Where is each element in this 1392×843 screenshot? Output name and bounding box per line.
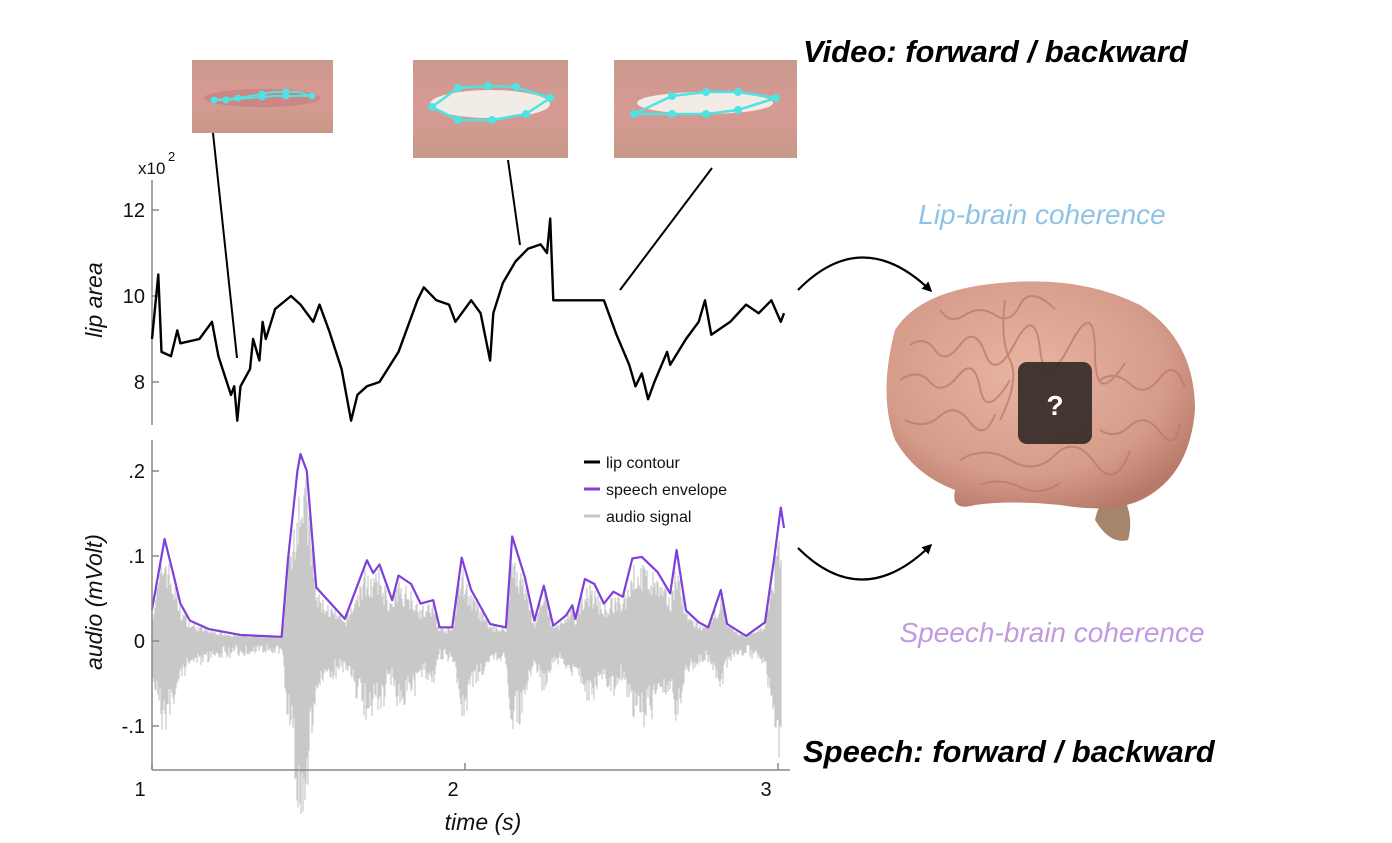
legend: lip contour speech envelope audio signal bbox=[584, 455, 727, 526]
lip-contour-line bbox=[150, 217, 786, 422]
y-tick-label: .2 bbox=[128, 461, 145, 483]
audio-plot: .2 .1 0 -.1 1 2 3 audio (mVolt) time (s) lip … bbox=[81, 440, 790, 835]
x-tick-label: 2 bbox=[447, 779, 458, 801]
question-mark-label: ? bbox=[1046, 390, 1063, 421]
x-tick-label: 3 bbox=[760, 779, 771, 801]
x-tick-label: 1 bbox=[134, 779, 145, 801]
lip-image-closed bbox=[192, 60, 333, 133]
y-tick-label: 8 bbox=[134, 372, 145, 394]
brain-illustration: ? bbox=[886, 281, 1195, 541]
arrow-to-brain-top bbox=[797, 256, 933, 293]
y-axis-label: audio (mVolt) bbox=[81, 534, 107, 670]
connector-line bbox=[212, 132, 238, 359]
connector-line bbox=[507, 159, 521, 246]
y-tick-label: 12 bbox=[123, 200, 145, 222]
legend-label: speech envelope bbox=[606, 482, 727, 499]
lip-image-open-mid bbox=[413, 60, 568, 158]
lip-image-open-wide bbox=[614, 60, 797, 158]
audio-signal-trace bbox=[152, 479, 782, 814]
y-multiplier: x10 bbox=[138, 159, 165, 178]
lip-area-plot: 12 10 8 x10 2 lip area bbox=[81, 149, 786, 425]
lip-brain-coherence-label: Lip-brain coherence bbox=[918, 199, 1166, 230]
video-title: Video: forward / backward bbox=[803, 34, 1189, 69]
speech-brain-coherence-label: Speech-brain coherence bbox=[899, 617, 1204, 648]
x-axis-label: time (s) bbox=[445, 809, 522, 835]
y-tick-label: 10 bbox=[123, 286, 145, 308]
y-multiplier-exponent: 2 bbox=[168, 149, 175, 164]
audio-signal-waveform bbox=[152, 479, 782, 814]
legend-label: lip contour bbox=[606, 455, 680, 472]
y-tick-label: -.1 bbox=[122, 716, 145, 738]
question-box bbox=[1018, 362, 1092, 444]
y-tick-label: .1 bbox=[128, 546, 145, 568]
speech-title: Speech: forward / backward bbox=[803, 734, 1216, 769]
y-axis-label: lip area bbox=[81, 262, 107, 337]
connector-line bbox=[619, 167, 713, 291]
y-tick-label: 0 bbox=[134, 631, 145, 653]
arrow-to-brain-bottom bbox=[797, 543, 933, 581]
legend-label: audio signal bbox=[606, 509, 691, 526]
speech-envelope-line bbox=[150, 452, 786, 638]
